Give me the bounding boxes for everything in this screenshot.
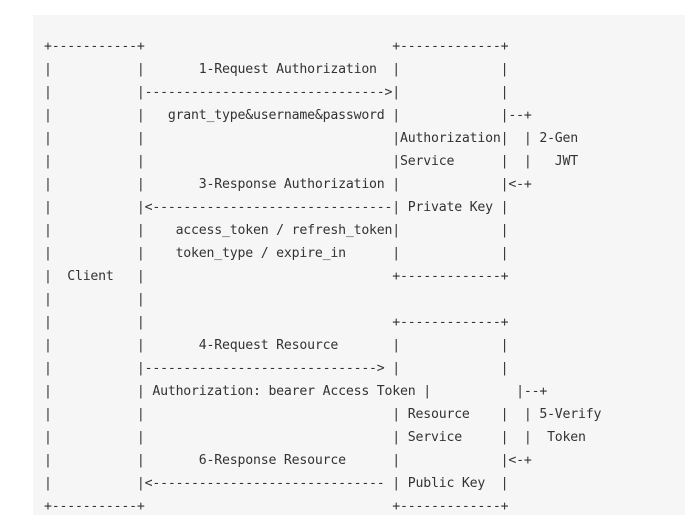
diagram-line: | | |Authorization| | 2-Gen bbox=[44, 131, 579, 146]
diagram-line: | | token_type / expire_in | | bbox=[44, 246, 509, 261]
diagram-line: | |------------------------------->| | bbox=[44, 85, 509, 100]
diagram-line: | | bbox=[44, 292, 145, 307]
diagram-line: | | +-------------+ bbox=[44, 315, 509, 330]
diagram-line: | |<-------------------------------| Pri… bbox=[44, 200, 509, 215]
ascii-sequence-diagram: +-----------+ +-------------+ | | 1-Requ… bbox=[33, 15, 685, 515]
page-background bbox=[0, 515, 685, 525]
diagram-line: | | | Resource | | 5-Verify bbox=[44, 407, 602, 422]
diagram-line: | | |Service | | JWT bbox=[44, 154, 579, 169]
diagram-line: | | 4-Request Resource | | bbox=[44, 338, 509, 353]
diagram-line: | | access_token / refresh_token| | bbox=[44, 223, 509, 238]
diagram-line: +-----------+ +-------------+ bbox=[44, 39, 509, 54]
diagram-line: | | grant_type&username&password | |--+ bbox=[44, 108, 532, 123]
diagram-line: | |<------------------------------ | Pub… bbox=[44, 476, 509, 491]
diagram-line: | | 3-Response Authorization | |<-+ bbox=[44, 177, 532, 192]
diagram-line: | Client | +-------------+ bbox=[44, 269, 509, 284]
diagram-line: +-----------+ +-------------+ bbox=[44, 499, 509, 514]
diagram-line: | | 1-Request Authorization | | bbox=[44, 62, 509, 77]
code-block: +-----------+ +-------------+ | | 1-Requ… bbox=[33, 15, 685, 515]
diagram-line: | |------------------------------> | | bbox=[44, 361, 509, 376]
diagram-line: | | Authorization: bearer Access Token |… bbox=[44, 384, 548, 399]
diagram-line: | | | Service | | Token bbox=[44, 430, 586, 445]
diagram-line: | | 6-Response Resource | |<-+ bbox=[44, 453, 532, 468]
